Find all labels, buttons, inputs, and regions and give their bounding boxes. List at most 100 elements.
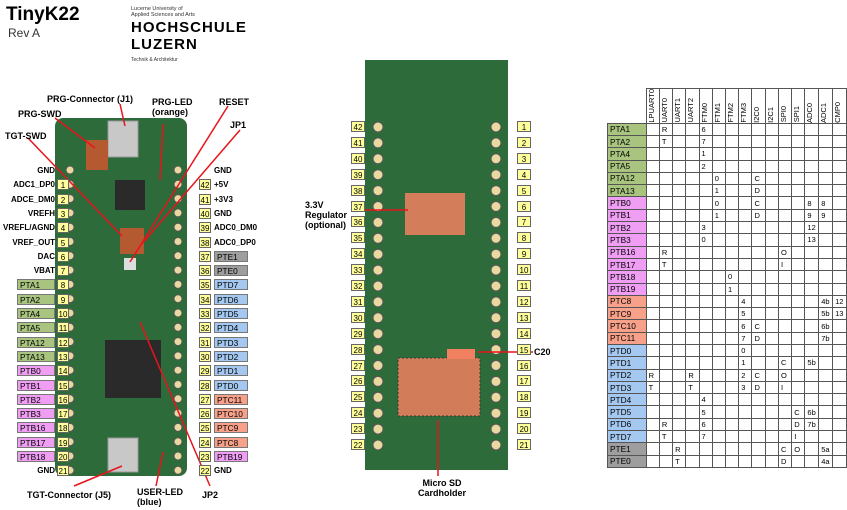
matrix-cell (658, 393, 674, 407)
matrix-cell (711, 319, 727, 333)
matrix-cell: 0 (738, 343, 753, 358)
back-pin-number: 13 (517, 311, 531, 323)
matrix-cell (685, 430, 700, 444)
pin-number: 25 (199, 422, 211, 434)
matrix-cell: C (751, 368, 766, 382)
pin-label: PTD6 (214, 293, 248, 305)
matrix-cell: 4b (818, 294, 834, 309)
matrix-cell (777, 343, 793, 358)
matrix-cell (685, 343, 700, 358)
matrix-cell (738, 405, 753, 419)
matrix-cell (764, 184, 779, 198)
matrix-cell: 3 (738, 380, 753, 395)
matrix-cell (764, 294, 779, 309)
matrix-column-header: FTM3 (738, 88, 753, 124)
pin-number: 33 (199, 308, 211, 319)
matrix-cell (645, 393, 660, 407)
matrix-cell (725, 245, 740, 259)
pin-number: 34 (199, 293, 211, 305)
pin-label: PTE0 (214, 265, 248, 277)
matrix-cell (818, 233, 834, 247)
pin-number: 5 (57, 236, 69, 248)
pin-hole (490, 391, 502, 403)
matrix-column-header: I2C0 (751, 88, 766, 124)
matrix-cell: O (777, 245, 793, 259)
matrix-cell (658, 147, 674, 161)
matrix-row-header: PTC8 (607, 294, 647, 309)
matrix-cell: 2 (738, 368, 753, 382)
pin-hole (372, 137, 384, 149)
matrix-cell (751, 393, 766, 407)
callout-jp2: JP2 (202, 490, 219, 500)
matrix-cell (764, 208, 779, 223)
back-pin-number: 30 (351, 311, 365, 323)
matrix-cell (658, 221, 674, 235)
back-pin-holes (372, 121, 502, 451)
matrix-column-label: UART0 (659, 98, 669, 123)
matrix-cell: T (658, 430, 674, 444)
back-pin-number: 28 (351, 343, 365, 355)
back-pcb (365, 60, 508, 470)
pin-label: PTA13 (17, 350, 55, 362)
matrix-cell (658, 442, 674, 456)
matrix-cell (777, 208, 793, 223)
matrix-cell (751, 417, 766, 432)
matrix-cell (698, 184, 713, 198)
pin-hole (173, 222, 183, 232)
matrix-cell (672, 208, 687, 223)
matrix-cell (725, 405, 740, 419)
matrix-cell (725, 331, 740, 345)
matrix-cell (738, 233, 753, 247)
matrix-cell (658, 380, 674, 395)
matrix-cell (738, 184, 753, 198)
pin-label: PTD2 (214, 350, 248, 362)
matrix-cell (818, 270, 834, 284)
matrix-cell (645, 307, 660, 321)
matrix-cell: 4a (818, 454, 834, 468)
matrix-column-label: UART1 (673, 98, 683, 123)
matrix-cell (818, 184, 834, 198)
pin-hole (173, 451, 183, 461)
pin-hole (490, 169, 502, 181)
back-pin-number: 8 (517, 232, 531, 244)
matrix-cell (725, 356, 740, 370)
matrix-cell (818, 122, 834, 136)
matrix-cell (672, 343, 687, 358)
matrix-cell: 0 (711, 196, 727, 210)
matrix-cell (791, 171, 806, 186)
pin-number: 28 (199, 379, 211, 391)
matrix-cell (672, 356, 687, 370)
pin-hole (372, 344, 384, 356)
matrix-cell (658, 282, 674, 296)
matrix-cell (645, 245, 660, 259)
back-pin-number: 31 (351, 295, 365, 307)
matrix-cell (818, 159, 834, 173)
matrix-cell: 0 (711, 171, 727, 186)
matrix-cell (777, 134, 793, 149)
matrix-row-header: PTB16 (607, 245, 647, 259)
matrix-cell (764, 380, 779, 395)
matrix-row-header: PTD1 (607, 356, 647, 370)
pin-hole (372, 280, 384, 292)
matrix-cell (698, 270, 713, 284)
matrix-cell (645, 430, 660, 444)
pin-number: 21 (57, 465, 69, 477)
prg-usb-connector-icon (107, 120, 139, 158)
pin-number: 19 (57, 436, 69, 448)
pin-hole (173, 237, 183, 246)
matrix-cell (832, 380, 847, 395)
matrix-cell (832, 393, 847, 407)
matrix-cell (645, 405, 660, 419)
pin-number: 37 (199, 250, 211, 262)
matrix-cell (751, 147, 766, 161)
matrix-cell (672, 184, 687, 198)
matrix-row-header: PTB17 (607, 257, 647, 272)
matrix-column-label: UART2 (686, 98, 696, 123)
university-logo-line2: LUZERN (131, 36, 198, 53)
